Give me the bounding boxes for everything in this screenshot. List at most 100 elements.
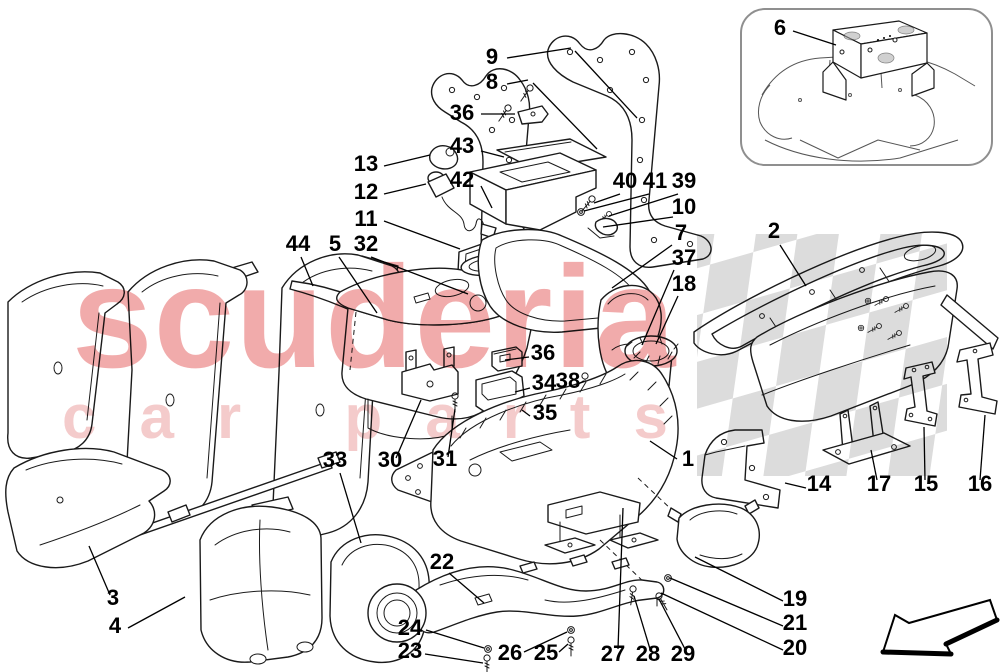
leader-line-27 — [617, 507, 624, 650]
part-bracket-16-drawing — [940, 294, 999, 415]
leader-line-31 — [447, 408, 456, 458]
callout-30: 30 — [378, 447, 402, 472]
leader-line-20 — [660, 592, 784, 651]
callout-18: 18 — [672, 271, 696, 296]
leader-line-7 — [611, 244, 673, 289]
watermark-brand-text: scuderia — [72, 236, 677, 398]
callout-42: 42 — [450, 167, 474, 192]
leader-line-36 — [504, 356, 530, 361]
part-cigar-lighter-drawing — [427, 171, 497, 239]
callout-44: 44 — [286, 231, 311, 256]
callout-26: 26 — [498, 640, 522, 665]
callout-12: 12 — [354, 179, 378, 204]
leader-line-12 — [383, 183, 427, 195]
vehicle-location-inset — [740, 8, 993, 166]
part-switch-holder-drawing — [491, 346, 523, 372]
watermark-subtitle-text: car parts — [62, 383, 711, 452]
callout-39: 39 — [672, 168, 696, 193]
leader-line-9 — [574, 50, 638, 119]
part-boot-cover-drawing — [199, 496, 323, 665]
callout-36: 36 — [450, 100, 474, 125]
callout-29: 29 — [671, 641, 695, 666]
direction-arrow — [880, 598, 1000, 657]
callout-11: 11 — [354, 206, 377, 231]
part-storage-container-drawing — [469, 152, 597, 231]
part-shield-clamp-screws-drawing — [495, 83, 549, 125]
callout-8: 8 — [486, 69, 498, 94]
part-socket-plug-drawing — [429, 145, 459, 170]
leader-line-40 — [593, 193, 621, 204]
callout-5: 5 — [329, 231, 341, 256]
leader-line-13 — [383, 154, 431, 167]
leader-line-14 — [784, 482, 807, 489]
part-6-bracket-drawing — [822, 20, 935, 101]
callout-10: 10 — [672, 194, 696, 219]
callout-1: 1 — [682, 446, 694, 471]
leader-line-1 — [649, 440, 678, 460]
part-side-panel-left-b-drawing — [124, 259, 259, 528]
part-cover-19-drawing — [653, 499, 760, 607]
leader-line-23 — [424, 653, 484, 664]
leader-line-11 — [383, 220, 461, 250]
leader-line-3 — [88, 545, 111, 596]
callout-35: 35 — [533, 400, 557, 425]
callout-3: 3 — [107, 585, 119, 610]
leader-line-10 — [602, 216, 674, 228]
callout-31: 31 — [433, 446, 457, 471]
leader-line-4 — [127, 596, 186, 629]
callout-19: 19 — [783, 586, 807, 611]
callout-21: 21 — [783, 610, 807, 635]
leader-line-29 — [658, 598, 686, 650]
callout-20: 20 — [783, 635, 807, 660]
leader-line-38 — [577, 380, 585, 385]
leader-line-24 — [425, 629, 485, 649]
leader-line-41 — [583, 193, 650, 212]
leader-line-30 — [395, 399, 422, 459]
part-side-panel-left-a-drawing — [7, 271, 125, 459]
callout-27: 27 — [601, 641, 625, 666]
callout-34: 34 — [532, 370, 557, 395]
leader-line-34 — [514, 387, 531, 393]
callout-43: 43 — [450, 133, 474, 158]
callout-6: 6 — [774, 15, 786, 40]
checkered-flag-watermark — [697, 234, 947, 476]
leader-line-25 — [558, 643, 569, 653]
callout-7: 7 — [675, 220, 687, 245]
part-support-bracket-drawing — [401, 346, 459, 413]
leader-line-8 — [506, 79, 529, 85]
leader-line-28 — [633, 595, 651, 650]
leader-line-32 — [370, 256, 469, 295]
leader-line-39 — [608, 193, 679, 217]
callout-36: 36 — [531, 340, 555, 365]
part-carpet-drawing — [5, 447, 341, 569]
callout-32: 32 — [354, 231, 378, 256]
leader-line-33 — [339, 472, 362, 544]
callout-28: 28 — [636, 641, 660, 666]
callout-24: 24 — [398, 615, 423, 640]
callout-4: 4 — [109, 613, 122, 638]
leader-line-42 — [480, 185, 493, 209]
leader-line-19 — [694, 556, 784, 602]
leader-line-22 — [448, 572, 485, 604]
callout-41: 41 — [643, 168, 667, 193]
leader-line-35 — [521, 409, 531, 417]
leader-line-8 — [532, 82, 598, 150]
callout-13: 13 — [354, 151, 378, 176]
leader-line-9 — [506, 47, 572, 59]
callout-9: 9 — [486, 44, 498, 69]
callout-23: 23 — [398, 638, 422, 663]
callout-40: 40 — [613, 168, 637, 193]
leader-line-21 — [669, 577, 784, 627]
leader-line-44 — [300, 256, 314, 287]
leader-line-6 — [792, 30, 837, 46]
leader-line-43 — [480, 150, 505, 158]
leader-line-16 — [979, 414, 986, 481]
callout-33: 33 — [323, 447, 347, 472]
leader-line-37 — [641, 269, 675, 346]
part-air-duct-drawing — [367, 554, 671, 672]
part-heat-shield-large-drawing — [546, 33, 712, 268]
callout-38: 38 — [556, 368, 580, 393]
